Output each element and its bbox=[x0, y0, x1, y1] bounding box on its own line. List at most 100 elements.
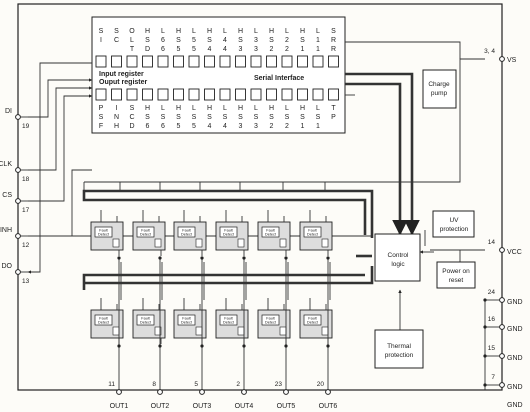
fault-detect-label-1: Fault bbox=[224, 317, 233, 321]
output-register-cell bbox=[235, 88, 246, 101]
top-bit-label-row1: H bbox=[207, 28, 212, 35]
junction-dot bbox=[483, 325, 487, 329]
junction-dot bbox=[284, 344, 288, 348]
junction-dot bbox=[117, 256, 121, 260]
control-logic-box bbox=[374, 233, 421, 282]
input-register-cell bbox=[235, 55, 246, 68]
control-logic-label-2: logic bbox=[391, 261, 405, 268]
bottom-bit-label-row1: L bbox=[192, 105, 196, 112]
output-pin-name: OUT4 bbox=[235, 403, 254, 410]
junction-dot bbox=[284, 256, 288, 260]
top-bit-label-row3: T bbox=[130, 46, 135, 53]
bottom-bit-label-row3: 5 bbox=[177, 123, 181, 130]
bottom-bit-label-row2: S bbox=[223, 114, 228, 121]
top-bit-label-row2: C bbox=[114, 37, 119, 44]
output-pin-name: OUT5 bbox=[277, 403, 296, 410]
top-bit-label-row1: H bbox=[269, 28, 274, 35]
left-pin bbox=[15, 269, 21, 275]
fault-detect-label-1: Fault bbox=[99, 317, 108, 321]
fault-detect-label-2: Detect bbox=[307, 233, 319, 237]
bottom-bit-label-row2: S bbox=[316, 114, 321, 121]
fault-detect-label-2: Detect bbox=[265, 233, 277, 237]
top-bit-label-row3: 4 bbox=[208, 46, 212, 53]
output-register-label: Ouput register bbox=[99, 79, 148, 86]
top-bit-label-row1: H bbox=[145, 28, 150, 35]
output-register-cell bbox=[157, 88, 169, 101]
driver-switch bbox=[237, 238, 245, 248]
fault-detect-box bbox=[94, 226, 113, 238]
top-bit-label-row2: 4 bbox=[223, 37, 227, 44]
driver-switch bbox=[237, 326, 245, 336]
input-register-cell bbox=[126, 55, 138, 68]
top-bit-label-row3: 2 bbox=[285, 46, 289, 53]
right-pin bbox=[499, 382, 505, 388]
input-register-cell bbox=[266, 55, 277, 68]
bottom-bit-label-row2: P bbox=[331, 114, 336, 121]
output-pin-number: 2 bbox=[236, 381, 240, 388]
bottom-bit-label-row2: C bbox=[129, 114, 134, 121]
driver-switch bbox=[279, 238, 287, 248]
top-bit-label-row3: 3 bbox=[239, 46, 243, 53]
top-bit-label-row3: 1 bbox=[301, 46, 305, 53]
fault-detect-label-2: Detect bbox=[307, 321, 319, 325]
bottom-bit-label-row1: L bbox=[316, 105, 320, 112]
output-pin-number: 20 bbox=[317, 381, 325, 388]
top-bit-label-row2: S bbox=[207, 37, 212, 44]
fault-detect-box bbox=[177, 226, 196, 238]
output-pin-number: 11 bbox=[108, 381, 115, 388]
fault-detect-label-2: Detect bbox=[140, 321, 152, 325]
bottom-bit-label-row3: 6 bbox=[161, 123, 165, 130]
fault-detect-label-1: Fault bbox=[266, 229, 275, 233]
input-register-cell bbox=[281, 55, 293, 68]
top-bit-label-row1: S bbox=[114, 28, 119, 35]
power-on-reset-box bbox=[436, 261, 476, 289]
output-pin-name: OUT3 bbox=[193, 403, 212, 410]
internal-bus bbox=[82, 72, 420, 290]
output-pin-number: 5 bbox=[194, 381, 198, 388]
bottom-bit-label-row1: T bbox=[331, 105, 336, 112]
right-pin bbox=[499, 56, 505, 62]
bottom-bit-label-row2: S bbox=[254, 114, 259, 121]
power-on-reset-label-1: Power on bbox=[442, 268, 470, 275]
input-register-cell bbox=[173, 55, 184, 68]
output-pin bbox=[283, 389, 289, 395]
uv-protection-label-2: protection bbox=[440, 226, 469, 233]
output-pin-number: 8 bbox=[152, 381, 156, 388]
bottom-bit-label-row2: S bbox=[176, 114, 181, 121]
driver-switch bbox=[112, 326, 120, 336]
top-bit-label-row3: 5 bbox=[192, 46, 196, 53]
bottom-bit-label-row1: H bbox=[238, 105, 243, 112]
input-register-cell bbox=[157, 55, 169, 68]
serial-interface-box bbox=[91, 16, 346, 134]
bottom-bit-label-row3: 1 bbox=[316, 123, 320, 130]
bottom-bit-label-row1: H bbox=[300, 105, 305, 112]
top-bit-label-row1: L bbox=[192, 28, 196, 35]
top-bit-label-row2: 6 bbox=[161, 37, 165, 44]
driver-switch bbox=[112, 238, 120, 248]
output-pin bbox=[241, 389, 247, 395]
right-pin-number: 14 bbox=[488, 239, 496, 246]
top-bit-label-row3: 6 bbox=[161, 46, 165, 53]
bottom-bit-label-row1: H bbox=[269, 105, 274, 112]
bottom-bit-label-row3: 2 bbox=[270, 123, 274, 130]
right-pin-number: 24 bbox=[488, 289, 496, 296]
top-bit-label-row2: S bbox=[145, 37, 150, 44]
bottom-bit-label-row3: 3 bbox=[239, 123, 243, 130]
top-bit-label-row3: R bbox=[331, 46, 336, 53]
fault-detect-box bbox=[219, 314, 238, 326]
bottom-bit-label-row1: L bbox=[285, 105, 289, 112]
control-logic-label-1: Control bbox=[388, 252, 410, 259]
bottom-bit-label-row3: H bbox=[114, 123, 119, 130]
thermal-protection-box bbox=[374, 329, 424, 369]
extra-gnd-label: GND bbox=[507, 402, 523, 409]
top-bit-label-row2: 5 bbox=[192, 37, 196, 44]
fault-detect-box bbox=[136, 314, 155, 326]
bottom-bit-label-row3: F bbox=[99, 123, 103, 130]
right-pin bbox=[499, 297, 505, 303]
charge-pump-label-1: Charge bbox=[428, 81, 450, 88]
input-register-cell bbox=[142, 55, 153, 68]
driver-switch bbox=[321, 326, 329, 336]
fault-detect-box bbox=[303, 314, 322, 326]
driver-switch bbox=[154, 238, 162, 248]
left-pin-number: 13 bbox=[22, 278, 30, 285]
